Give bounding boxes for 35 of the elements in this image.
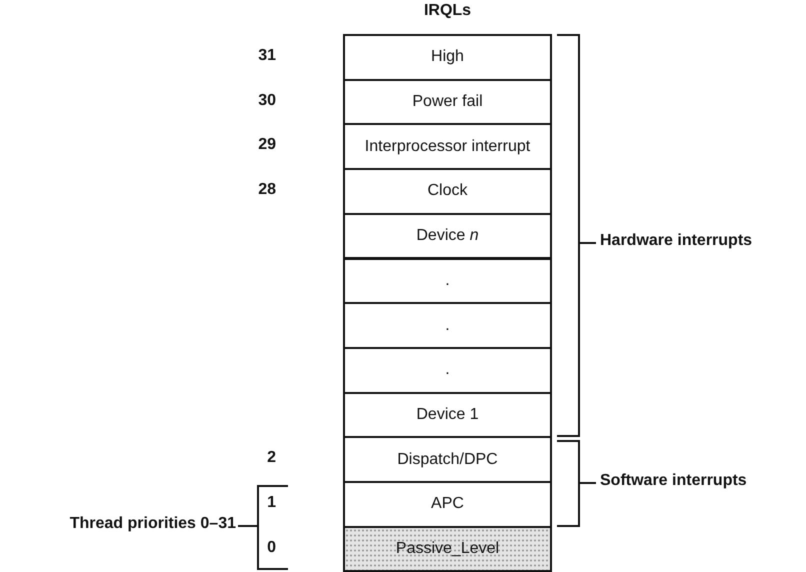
diagram-title: IRQLs [422, 2, 472, 20]
level-cell [343, 481, 552, 528]
level-number: 0 [266, 538, 276, 557]
level-cell [343, 302, 552, 349]
level-number: 1 [266, 494, 276, 512]
level-cell [343, 78, 552, 126]
level-cell [343, 34, 552, 81]
level-cell [343, 212, 552, 260]
level-name: Interprocessor interrupt [364, 138, 530, 156]
level-name: Clock [427, 182, 468, 200]
level-name: . [445, 361, 450, 380]
level-number: 29 [257, 136, 276, 154]
level-name: Device n [416, 227, 479, 246]
bracket-label: Thread priorities 0–31 [70, 515, 236, 533]
level-cell [343, 168, 552, 215]
level-name: APC [431, 495, 464, 514]
level-name: Passive_Level [396, 540, 500, 558]
bracket-label: Software interrupts [600, 472, 747, 490]
level-name: . [445, 316, 450, 335]
level-cell [343, 123, 552, 170]
level-cell [343, 346, 552, 394]
level-name: Power fail [412, 93, 483, 112]
level-number: 2 [266, 449, 276, 468]
level-name: Device 1 [416, 406, 479, 424]
level-cell [343, 258, 552, 304]
level-number: 31 [257, 47, 276, 65]
level-cell [343, 436, 552, 483]
level-number: 30 [257, 92, 276, 110]
level-number: 28 [257, 181, 276, 200]
level-name: Dispatch/DPC [397, 450, 498, 469]
bracket-label: Hardware interrupts [600, 232, 752, 250]
level-name: . [445, 272, 450, 290]
level-cell [343, 392, 552, 438]
level-name: High [431, 48, 464, 66]
level-cell [343, 526, 552, 572]
